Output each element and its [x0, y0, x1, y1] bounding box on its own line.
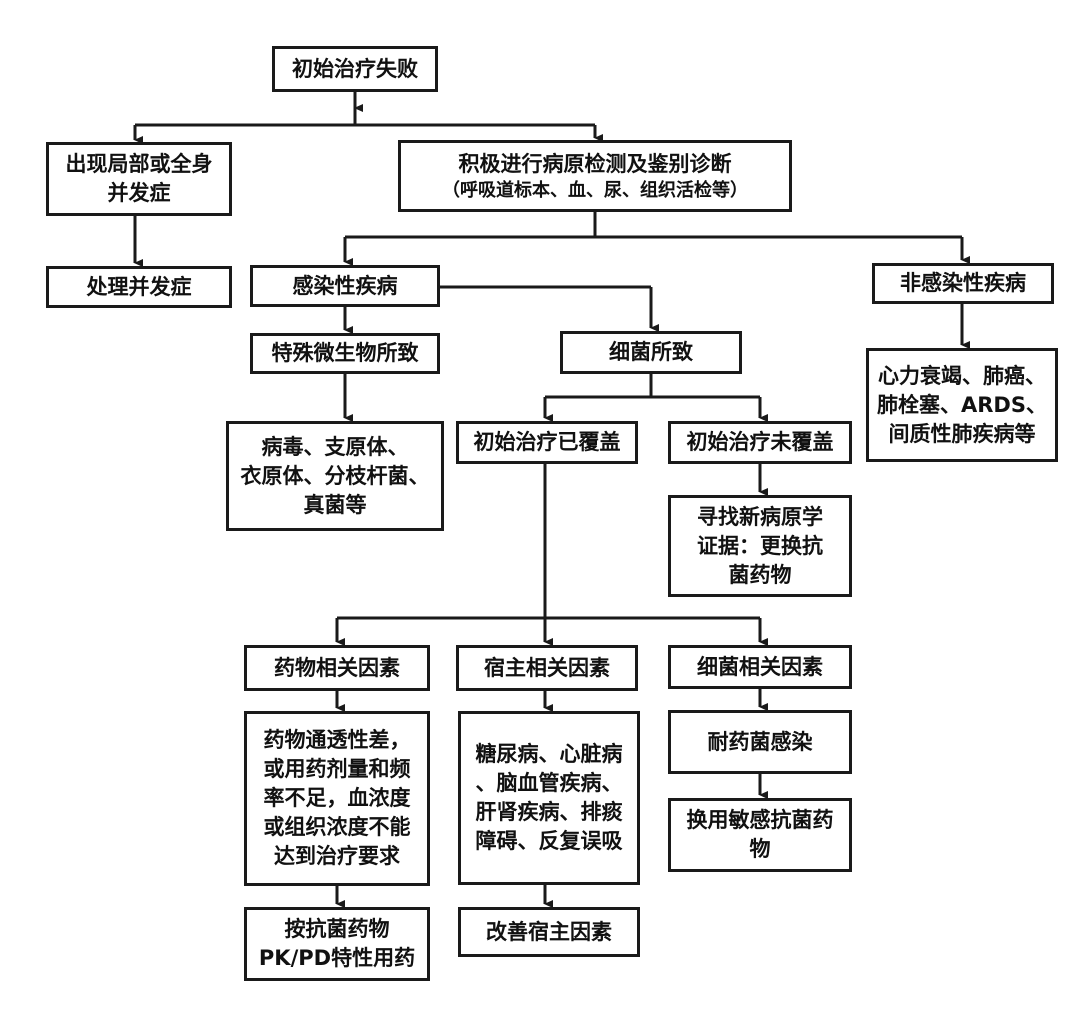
- noninfectious-disease-label: 非感染性疾病: [900, 271, 1026, 295]
- host-factors-box: 宿主相关因素: [456, 645, 638, 691]
- not-covered-box: 初始治疗未覆盖: [668, 421, 852, 464]
- resistant-infection-label: 耐药菌感染: [707, 729, 813, 754]
- special-microbe-examples-box: 病毒、支原体、 衣原体、分枝杆菌、 真菌等: [226, 421, 444, 531]
- special-microbe-label: 特殊微生物所致: [271, 341, 419, 365]
- handle-complications-box: 处理并发症: [46, 266, 232, 308]
- host-factors-detail-box: 糖尿病、心脏病 、脑血管疾病、 肝肾疾病、排痰 障碍、反复误吸: [458, 711, 640, 885]
- drug-factors-box: 药物相关因素: [244, 645, 430, 691]
- bacterial-box: 细菌所致: [560, 331, 742, 374]
- drug-factors-detail-label: 药物通透性差， 或用药剂量和频 率不足，血浓度 或组织浓度不能 达到治疗要求: [263, 728, 411, 868]
- noninfectious-examples-label: 心力衰竭、肺癌、 肺栓塞、ARDS、 间质性肺疾病等: [877, 363, 1047, 446]
- complications-label: 出现局部或全身 并发症: [65, 152, 213, 205]
- switch-sensitive-drug-box: 换用敏感抗菌药 物: [668, 798, 852, 872]
- improve-host-label: 改善宿主因素: [486, 919, 612, 944]
- initial-treatment-failure-label: 初始治疗失败: [292, 56, 418, 81]
- pkpd-dosing-box: 按抗菌药物 PK/PD特性用药: [244, 907, 430, 981]
- resistant-infection-box: 耐药菌感染: [668, 710, 852, 774]
- covered-box: 初始治疗已覆盖: [456, 421, 638, 464]
- covered-label: 初始治疗已覆盖: [473, 430, 621, 454]
- drug-factors-label: 药物相关因素: [274, 655, 400, 680]
- special-microbe-examples-label: 病毒、支原体、 衣原体、分枝杆菌、 真菌等: [240, 434, 430, 517]
- bacteria-factors-box: 细菌相关因素: [668, 645, 852, 689]
- not-covered-action-box: 寻找新病原学 证据：更换抗 菌药物: [668, 495, 852, 597]
- noninfectious-disease-box: 非感染性疾病: [872, 263, 1054, 304]
- pkpd-dosing-label: 按抗菌药物 PK/PD特性用药: [258, 917, 416, 970]
- not-covered-label: 初始治疗未覆盖: [686, 430, 834, 454]
- switch-sensitive-drug-label: 换用敏感抗菌药 物: [686, 808, 834, 861]
- pathogen-diagnosis-label: 积极进行病原检测及鉴别诊断: [458, 151, 732, 176]
- pathogen-diagnosis-note: （呼吸道标本、血、尿、组织活检等）: [442, 179, 748, 201]
- drug-factors-detail-box: 药物通透性差， 或用药剂量和频 率不足，血浓度 或组织浓度不能 达到治疗要求: [244, 711, 430, 886]
- initial-treatment-failure-box: 初始治疗失败: [272, 46, 438, 92]
- special-microbe-box: 特殊微生物所致: [250, 333, 440, 374]
- infectious-disease-label: 感染性疾病: [292, 273, 398, 298]
- host-factors-detail-label: 糖尿病、心脏病 、脑血管疾病、 肝肾疾病、排痰 障碍、反复误吸: [475, 742, 623, 853]
- infectious-disease-box: 感染性疾病: [250, 265, 440, 307]
- improve-host-box: 改善宿主因素: [458, 907, 640, 957]
- host-factors-label: 宿主相关因素: [484, 655, 610, 680]
- bacterial-label: 细菌所致: [609, 340, 693, 364]
- bacteria-factors-label: 细菌相关因素: [697, 654, 823, 679]
- noninfectious-examples-box: 心力衰竭、肺癌、 肺栓塞、ARDS、 间质性肺疾病等: [866, 348, 1058, 462]
- complications-box: 出现局部或全身 并发症: [46, 142, 232, 216]
- not-covered-action-label: 寻找新病原学 证据：更换抗 菌药物: [697, 504, 823, 587]
- pathogen-diagnosis-box: 积极进行病原检测及鉴别诊断 （呼吸道标本、血、尿、组织活检等）: [398, 140, 792, 212]
- handle-complications-label: 处理并发症: [86, 274, 192, 299]
